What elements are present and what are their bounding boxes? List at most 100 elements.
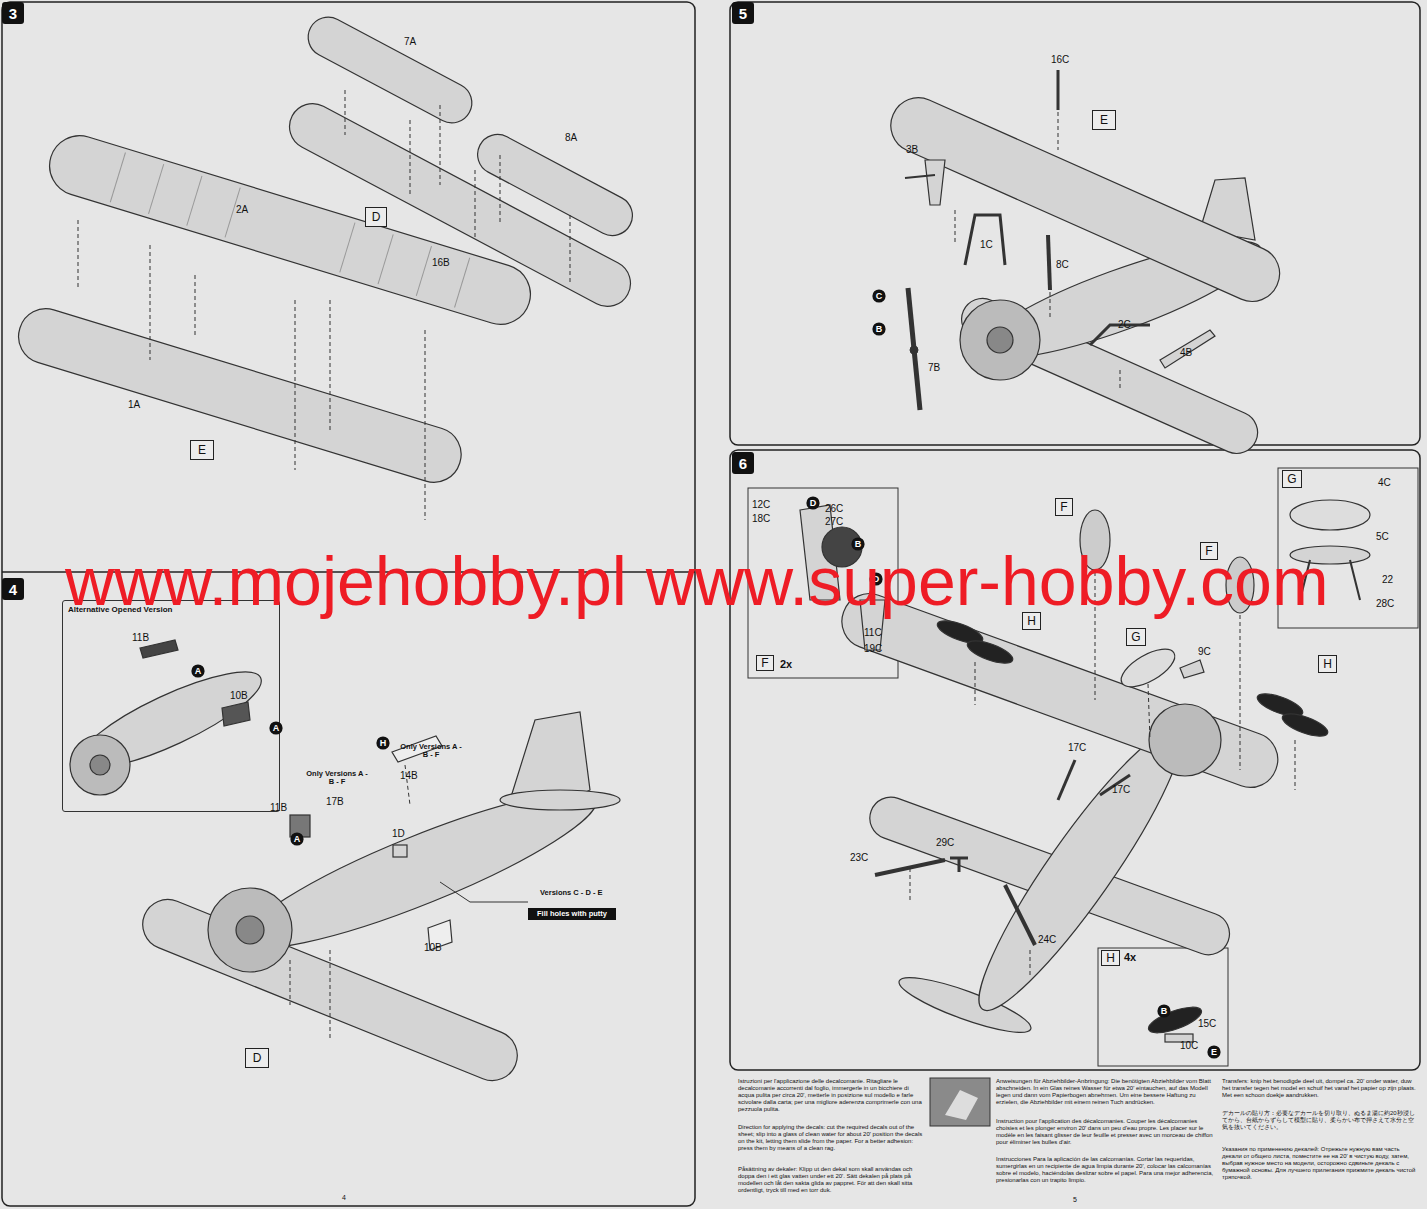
part-number: 1D: [392, 828, 405, 839]
circle-fill: [290, 832, 303, 845]
bomb: [1146, 1002, 1205, 1038]
callout-letter: A: [269, 721, 283, 735]
part-number: 10B: [424, 942, 442, 953]
part-number: 16C: [1051, 54, 1069, 65]
part-number: 29C: [936, 837, 954, 848]
part-number: 19C: [864, 643, 882, 654]
subassembly-letter: H: [1318, 655, 1337, 673]
subassembly-letter: G: [1282, 470, 1302, 488]
part-number: 5C: [1376, 531, 1389, 542]
panel-part: [222, 702, 250, 726]
fuselage: [69, 655, 271, 785]
subassembly-letter: F: [1055, 498, 1073, 516]
callout-letter: A: [191, 664, 205, 678]
node-text: D: [372, 211, 381, 223]
circle-fill: [872, 322, 885, 335]
subassembly-letter: H: [1101, 950, 1120, 966]
engine-hub: [236, 916, 264, 944]
leader-lines: [290, 765, 528, 1040]
decal-instructions: Istruzioni per l'applicazione delle deca…: [738, 1078, 923, 1112]
node-text: E: [1211, 1048, 1217, 1057]
quantity: 4x: [1124, 951, 1136, 963]
fuselage-assembly: [69, 640, 620, 1088]
node-text: A: [195, 667, 202, 676]
wing-lower-half: [281, 95, 638, 314]
decal-instructions: デカールの貼り方：必要なデカールを切り取り、ぬるま湯に約20秒浸してから、台紙か…: [1222, 1110, 1417, 1131]
node-text: Fill holes with putty: [537, 910, 607, 918]
part: [1180, 660, 1204, 678]
part-number: 11B: [270, 802, 287, 813]
part-number: 17C: [1068, 742, 1086, 753]
quantity: 2x: [780, 658, 792, 670]
small-parts: [875, 560, 1360, 975]
node-text: D: [253, 1052, 262, 1064]
part-number: 3B: [906, 144, 918, 155]
circle-fill: [1157, 1004, 1170, 1017]
part-number: 23C: [850, 852, 868, 863]
drop-tank: [1290, 500, 1370, 530]
version-note: Only Versions A - B - F: [400, 743, 462, 760]
callout-letter: B: [872, 322, 886, 336]
callout-letter: E: [1207, 1045, 1221, 1059]
part-number: 27C: [825, 516, 843, 527]
step-number: 4: [2, 578, 24, 600]
part-number: 4B: [1180, 347, 1192, 358]
part-number: 1C: [980, 239, 993, 250]
circle-fill: [269, 721, 282, 734]
node-text: B: [1161, 1007, 1168, 1016]
step-number: 3: [2, 2, 24, 24]
part-number: 10C: [1180, 1040, 1198, 1051]
node-text: H: [1323, 658, 1332, 670]
part: [925, 160, 945, 205]
node-text: H: [1106, 952, 1115, 964]
engine-hub: [90, 755, 110, 775]
circle-fill: [872, 289, 885, 302]
engine: [208, 888, 292, 972]
wing-parts: [12, 10, 640, 489]
part-number: 24C: [1038, 934, 1056, 945]
part-number: 22: [1382, 574, 1393, 585]
callout-letter: D: [806, 496, 820, 510]
part-number: 2A: [236, 204, 248, 215]
page-number: 5: [1073, 1196, 1077, 1204]
inset-panel: Alternative Opened VersionAA: [62, 600, 280, 812]
node-text: F: [1060, 501, 1067, 513]
part-number: 8A: [565, 132, 577, 143]
decal-instructions: Påsättning av dekaler: Klipp ut den deka…: [738, 1166, 923, 1194]
page-number: 4: [342, 1194, 346, 1202]
version-note: Versions C - D - E: [540, 889, 603, 897]
part-number: 4C: [1378, 477, 1391, 488]
decal-instructions: Anweisungen für Abziehbilder-Anbringung:…: [996, 1078, 1214, 1106]
part-number: 10B: [230, 690, 248, 701]
node-text: 5: [739, 6, 747, 21]
part-number: 17C: [1112, 784, 1130, 795]
part-number: 1A: [128, 399, 140, 410]
subassembly-letter: D: [365, 207, 387, 227]
circle-fill: [191, 664, 204, 677]
subassembly-letter: D: [245, 1048, 269, 1068]
circle-fill: [1207, 1045, 1220, 1058]
wing-ribs: [110, 153, 469, 308]
part-number: 14B: [400, 770, 418, 781]
decal-instructions: Transfers: knip het benodigde deel uit, …: [1222, 1078, 1417, 1099]
node-text: H: [380, 739, 387, 748]
node-text: G: [1287, 473, 1296, 485]
callout-letter: A: [290, 832, 304, 846]
callout-letter: B: [1157, 1004, 1171, 1018]
upper-wing: [882, 89, 1288, 310]
node-text: 3: [9, 6, 17, 21]
part-number: 12C: [752, 499, 770, 510]
watermark: www.mojehobby.pl www.super-hobby.com: [65, 542, 1329, 620]
panel-part: [393, 845, 407, 857]
step-number: 6: [732, 452, 754, 474]
version-note: Only Versions A - B - F: [306, 770, 368, 787]
bomb: [1280, 709, 1331, 740]
callout-letter: H: [376, 736, 390, 750]
propeller-and-rods: [905, 70, 1120, 410]
engine: [1149, 704, 1221, 776]
decal-instructions: Указания по применению декалей: Отрежьте…: [1222, 1146, 1417, 1180]
part-number: 26C: [825, 503, 843, 514]
decal-instructions: Instrucciones Para la aplicación de las …: [996, 1156, 1214, 1184]
subassembly-letter: G: [1126, 628, 1146, 646]
